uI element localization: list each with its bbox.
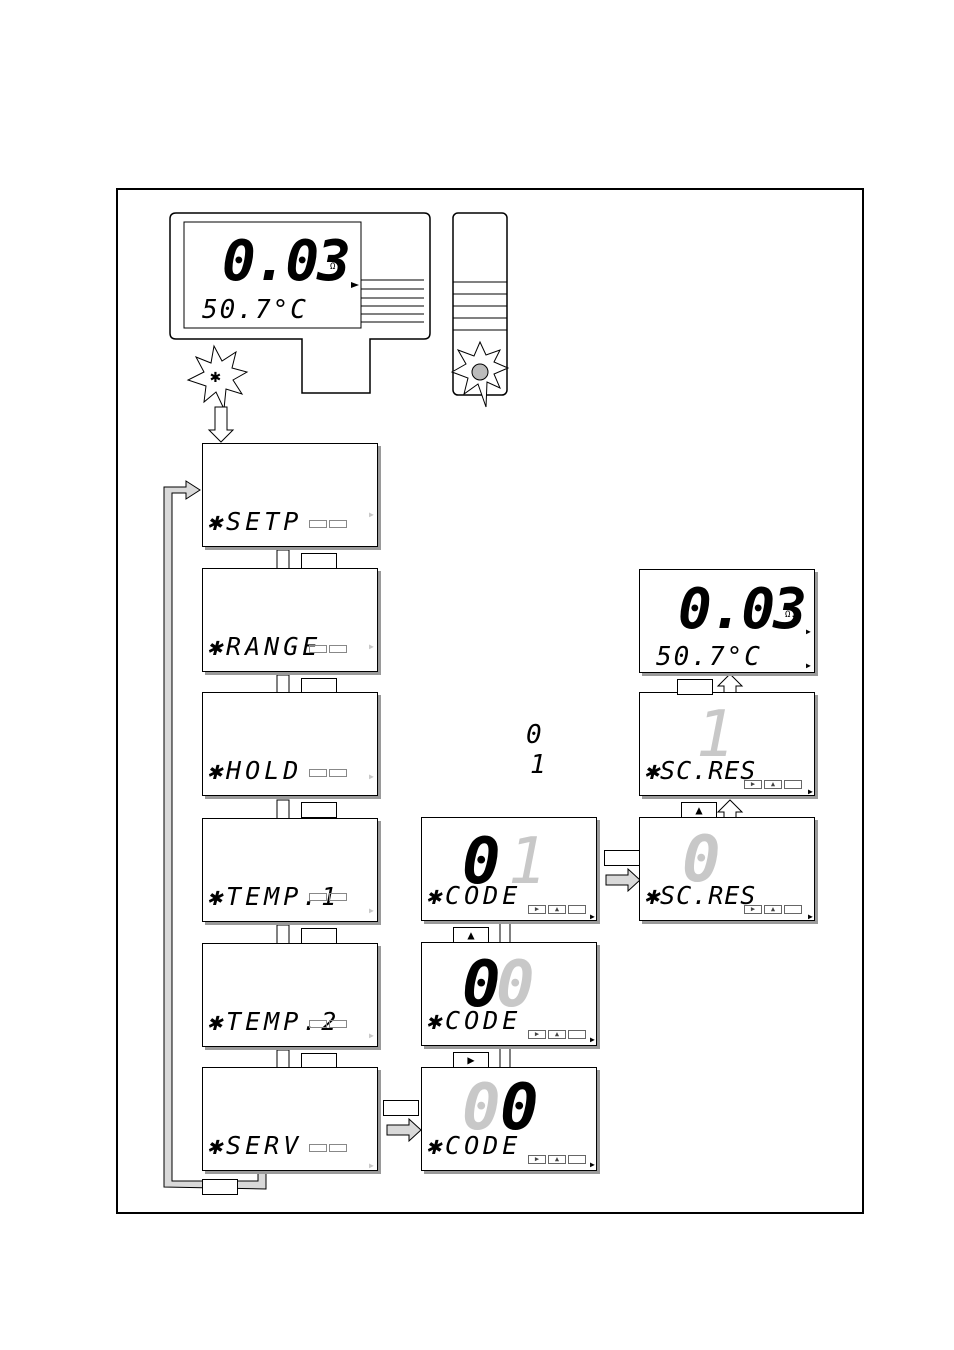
key-button-serv-enter[interactable] — [383, 1100, 419, 1116]
instrument-unit: Ω. — [330, 262, 341, 272]
arrow-down-start — [209, 407, 233, 442]
screen-code-1: 0 0 ✱CODE ▶ ▲ ▶ — [421, 1067, 597, 1171]
screen-label: ✱CODE — [426, 1133, 521, 1158]
key-up-button-scres[interactable]: ▲ — [681, 802, 717, 818]
screen-scres-0: 0 ✱SC.RES ▶ ▲ ▶ — [639, 817, 815, 921]
result-unit: Ω. — [785, 610, 796, 620]
key-button-4[interactable] — [301, 928, 337, 944]
screen-hold: ✱HOLD ▶ — [202, 692, 378, 796]
arrow-right-code — [606, 869, 640, 891]
screen-result: 0.03 Ω. 50.7°C ▶ ▶ — [639, 569, 815, 673]
screen-label: ✱SERV — [207, 1133, 302, 1158]
screen-label: ✱HOLD — [207, 758, 302, 783]
key-right-button[interactable]: ▶ — [453, 1052, 489, 1068]
screen-label: ✱CODE — [426, 883, 521, 908]
key-button-1[interactable] — [301, 553, 337, 569]
screen-label: ✱CODE — [426, 1008, 521, 1033]
screen-serv: ✱SERV ▶ — [202, 1067, 378, 1171]
key-button-scres-enter[interactable] — [677, 679, 713, 695]
screen-label: ✱SETP — [207, 509, 302, 534]
screen-label: ✱SC.RES — [644, 883, 756, 908]
screen-temp1: ✱TEMP.1 ▶ — [202, 818, 378, 922]
star-key-icon: ✱ — [210, 366, 221, 387]
screen-code-2: 0 0 ✱CODE ▶ ▲ ▶ — [421, 942, 597, 1046]
key-button-code-enter[interactable] — [604, 850, 640, 866]
arrow-right-serv — [387, 1119, 421, 1141]
key-button-3[interactable] — [301, 802, 337, 818]
option-0: 0 — [526, 722, 542, 748]
screen-label: ✱RANGE — [207, 634, 321, 659]
screen-temp2: ✱TEMP.2 ▶ — [202, 943, 378, 1047]
result-temperature: 50.7°C — [656, 642, 762, 672]
screen-label: ✱SC.RES — [644, 758, 756, 783]
instrument-temperature: 50.7°C — [202, 295, 308, 325]
screen-code-3: 0 1 ✱CODE ▶ ▲ ▶ — [421, 817, 597, 921]
key-up-button[interactable]: ▲ — [453, 927, 489, 943]
screen-setp: ✱SETP ▶ — [202, 443, 378, 547]
screen-scres-1: 1 ✱SC.RES ▶ ▲ ▶ — [639, 692, 815, 796]
key-button-loop[interactable] — [202, 1179, 238, 1195]
option-1: 1 — [530, 752, 546, 778]
screen-range: ✱RANGE ▶ — [202, 568, 378, 672]
side-button-icon — [472, 364, 488, 380]
